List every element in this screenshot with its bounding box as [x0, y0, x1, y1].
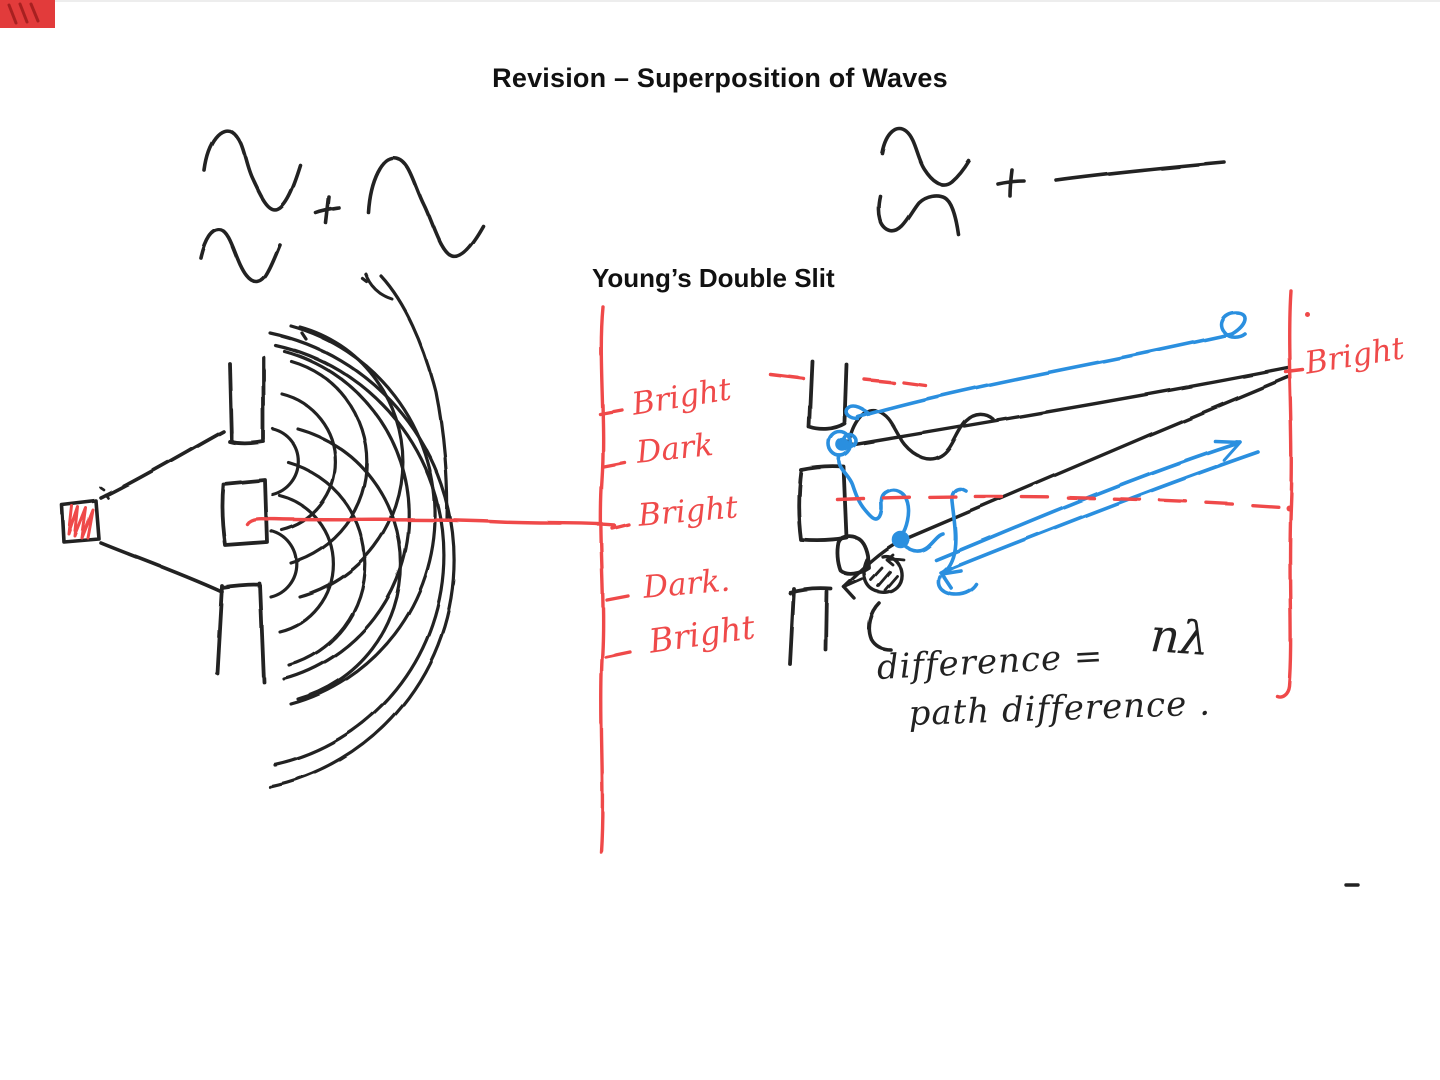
path-difference-squiggle — [837, 454, 911, 538]
segment-hook-line — [939, 487, 968, 575]
fringe-label-bright-2: Bright — [636, 489, 740, 534]
screen-line-right — [1275, 289, 1294, 699]
slit-barrier-right — [788, 359, 871, 666]
axis-dashed-guide — [836, 495, 1290, 509]
top-arrow-curl-head — [1219, 311, 1247, 340]
top-arrow — [856, 332, 1234, 419]
top-arrow-tail-hook — [844, 404, 871, 421]
source-box — [60, 499, 101, 544]
annotation-formula: nλ — [1148, 608, 1211, 666]
blue-annotations — [827, 311, 1260, 597]
page-title: Revision – Superposition of Waves — [492, 63, 948, 93]
ray-lower — [842, 375, 1290, 589]
fringe-screen-left — [598, 305, 632, 854]
fan-line-upper — [99, 429, 225, 500]
wave-sketch-b2 — [876, 194, 960, 236]
bracket-stroke — [867, 601, 892, 651]
wave-sketch-a3 — [366, 156, 485, 259]
section-heading: Young’s Double Slit — [592, 263, 835, 293]
mid-arrow-down — [940, 450, 1260, 591]
wavefront-arcs — [268, 274, 456, 789]
superposition-sketch-right — [876, 126, 1226, 236]
screen-line-left — [599, 305, 605, 854]
wave-sketch-b1 — [880, 126, 971, 187]
upper-dashed-guide — [768, 372, 927, 387]
page-top-edge — [0, 0, 1440, 2]
fringe-label-dark-1: Dark — [634, 426, 715, 471]
screen-top-dot — [1305, 312, 1311, 318]
plus-icon-left — [314, 195, 341, 225]
wave-sketch-a2 — [199, 228, 282, 284]
plus-icon-right — [996, 168, 1026, 198]
small-left-arrow — [885, 553, 906, 567]
slit-barrier-left — [215, 355, 269, 684]
bright-tick-right — [1284, 368, 1305, 374]
fringe-ticks — [598, 408, 632, 659]
ray-upper — [844, 366, 1290, 448]
annotation-line-2: path difference . — [907, 683, 1212, 734]
path-difference-diagram — [768, 289, 1311, 699]
double-slit-wavefront-diagram — [60, 274, 616, 789]
superposition-sketch-left — [199, 128, 485, 301]
squiggle-tail — [903, 532, 945, 553]
mid-arrow-up — [934, 439, 1242, 562]
red-guides — [768, 289, 1311, 699]
lower-slit-dot — [892, 531, 910, 549]
wave-sketch-a1 — [202, 128, 303, 213]
ray-lower-arrowhead — [842, 577, 864, 600]
flat-line-sketch — [1054, 160, 1226, 182]
stray-stroke — [364, 272, 394, 301]
source-scribble — [67, 504, 95, 540]
fringe-label-dark-2: Dark. — [641, 562, 732, 606]
central-axis-line — [245, 516, 616, 527]
slit-marker-circle-2 — [842, 433, 858, 449]
loop-hatching — [869, 566, 899, 592]
fan-line-lower — [99, 541, 224, 594]
mid-arrow-hook — [937, 575, 979, 597]
red-corner-marker — [0, 0, 55, 28]
